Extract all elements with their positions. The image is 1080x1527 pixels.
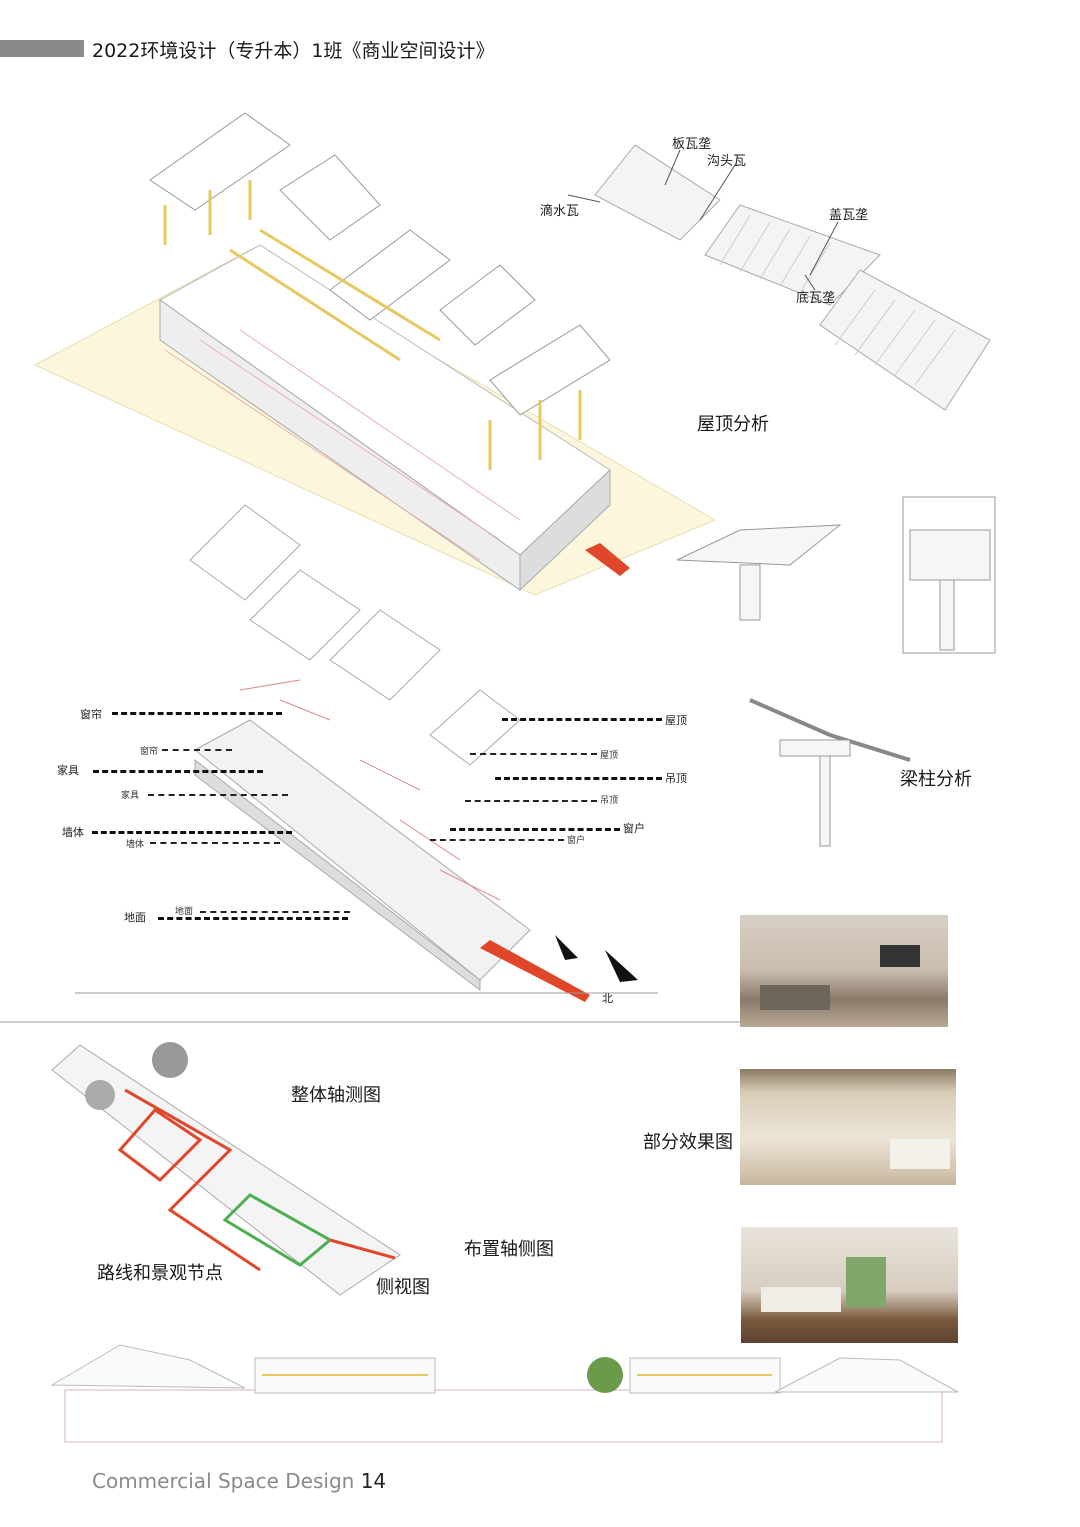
page-number: 14 xyxy=(360,1469,387,1493)
label-wall: 墙体 xyxy=(62,826,84,839)
caption-route-landscape: 路线和景观节点 xyxy=(97,1263,223,1284)
page-title: 2022环境设计（专升本）1班《商业空间设计》 xyxy=(92,40,495,62)
roof-analysis-title: 屋顶分析 xyxy=(697,414,769,435)
label-gou-tou-wa: 沟头瓦 xyxy=(707,154,747,169)
caption-overall-axonometric: 整体轴测图 xyxy=(291,1085,381,1106)
rendering-living-room xyxy=(740,915,948,1027)
label-furniture-small: 家具 xyxy=(121,791,140,801)
beam-analysis-title: 梁柱分析 xyxy=(900,769,972,790)
label-window-small: 窗户 xyxy=(567,836,586,846)
footer-text: Commercial Space Design xyxy=(92,1469,355,1493)
label-curtain-small: 窗帘 xyxy=(140,747,159,757)
label-di-shui-wa: 滴水瓦 xyxy=(540,204,580,219)
label-curtain: 窗帘 xyxy=(80,708,102,721)
label-wall-small: 墙体 xyxy=(126,840,145,850)
north-label: 北 xyxy=(602,992,613,1005)
label-floor-small: 地面 xyxy=(175,907,194,917)
footer: Commercial Space Design 14 xyxy=(92,1469,386,1493)
beam-drawings xyxy=(676,496,996,847)
label-ceiling-small: 吊顶 xyxy=(600,796,619,806)
label-furniture: 家具 xyxy=(57,764,79,777)
label-roof: 屋顶 xyxy=(665,714,687,727)
label-window: 窗户 xyxy=(623,822,645,835)
rendering-bedroom-1 xyxy=(740,1069,956,1185)
rendering-bedroom-2 xyxy=(741,1227,958,1343)
caption-renderings: 部分效果图 xyxy=(643,1132,733,1153)
side-elevation-drawing xyxy=(50,1344,959,1443)
label-gai-wa-long: 盖瓦垄 xyxy=(829,208,869,223)
route-plan-drawing xyxy=(51,1042,401,1296)
label-floor: 地面 xyxy=(124,911,146,924)
caption-layout-axonometric: 布置轴侧图 xyxy=(464,1239,554,1260)
label-ban-wa-long: 板瓦垄 xyxy=(672,137,712,152)
roof-tile-drawings xyxy=(567,144,991,411)
label-di-wa-long: 底瓦垄 xyxy=(796,291,836,306)
caption-side-view: 侧视图 xyxy=(376,1277,430,1298)
exploded-axonometric xyxy=(189,504,638,1002)
isometric-building xyxy=(33,112,717,596)
header-bar xyxy=(0,40,84,57)
label-roof-small: 屋顶 xyxy=(600,751,619,761)
label-ceiling: 吊顶 xyxy=(665,772,687,785)
